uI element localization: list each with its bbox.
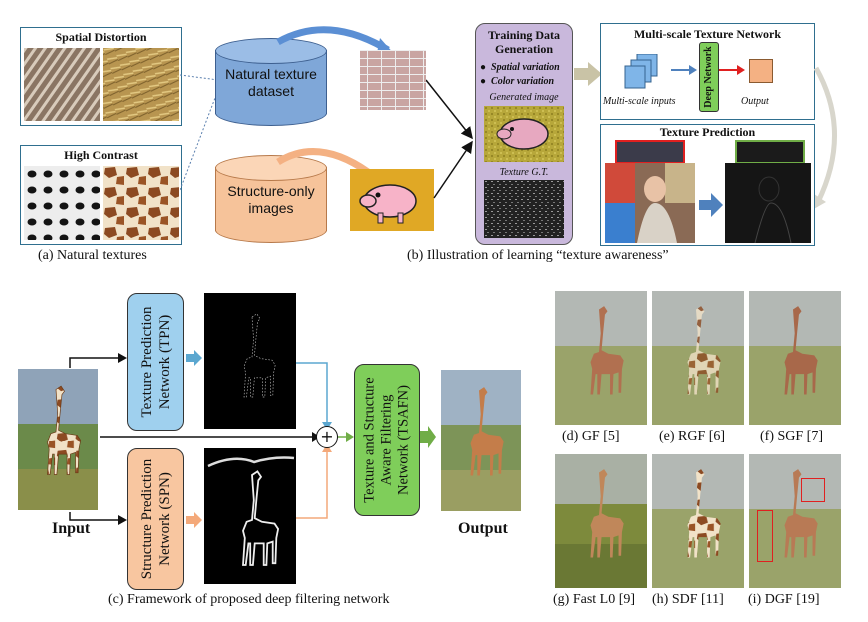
caption-d: (d) GF [5] xyxy=(562,429,620,444)
generated-textured-pig xyxy=(484,106,564,162)
result-rgf-image xyxy=(652,291,744,425)
caption-f: (f) SGF [7] xyxy=(760,429,823,444)
dotted-connectors xyxy=(180,74,219,191)
texture-prediction-output xyxy=(725,163,811,243)
high-contrast-panel: High Contrast xyxy=(20,145,182,245)
tsafn-line2: Aware Filtering xyxy=(378,394,395,486)
spatial-distortion-title: Spatial Distortion xyxy=(55,30,147,44)
deep-network-box: Deep Network xyxy=(699,42,719,112)
blue-big-arrow xyxy=(699,193,723,217)
output-square xyxy=(749,59,773,83)
cyl1-line2: dataset xyxy=(248,83,294,99)
input-label: Input xyxy=(52,520,91,537)
striped-fabric-texture xyxy=(24,48,100,121)
spatial-distortion-panel: Spatial Distortion xyxy=(20,27,182,126)
result-dgf-image xyxy=(749,454,841,588)
feedback-curve xyxy=(812,66,837,210)
caption-a: (a) Natural textures xyxy=(38,248,147,263)
converging-arrows xyxy=(426,79,473,199)
tsafn-line1: Texture and Structure xyxy=(361,377,378,503)
generated-image-label: Generated image xyxy=(489,92,559,103)
dgf-highlight-bottom xyxy=(757,510,773,562)
zoom-box-green xyxy=(735,140,805,164)
output-label: Output xyxy=(741,96,769,107)
result-gf-image xyxy=(555,291,647,425)
texture-gt-label: Texture G.T. xyxy=(499,167,549,178)
zoom-box-red xyxy=(615,140,685,164)
caption-i: (i) DGF [19] xyxy=(748,592,820,607)
giraffe-skin-texture xyxy=(103,166,179,240)
output-giraffe-image xyxy=(441,370,521,511)
high-contrast-title: High Contrast xyxy=(64,148,138,162)
result-fast-l0-image xyxy=(555,454,647,588)
straw-texture xyxy=(103,48,179,121)
dgf-highlight-top xyxy=(801,478,825,502)
bullet-color: ● Color variation xyxy=(480,76,555,87)
bullet-spatial: ● Spatial variation xyxy=(480,62,560,73)
caption-b: (b) Illustration of learning “texture aw… xyxy=(407,248,669,263)
multiscale-inputs-label: Multi-scale inputs xyxy=(603,96,676,107)
result-sdf-image xyxy=(652,454,744,588)
multiscale-title: Multi-scale Texture Network xyxy=(633,27,782,41)
result-sgf-image xyxy=(749,291,841,425)
input-giraffe-image xyxy=(18,369,98,510)
big-right-arrow xyxy=(574,62,602,86)
cyl2-line1: Structure-only xyxy=(227,183,315,199)
tsafn-line3: Network (TSAFN) xyxy=(395,385,412,495)
brick-texture xyxy=(360,50,426,110)
sum-node: + xyxy=(316,426,338,448)
panel-c-arrows xyxy=(69,350,436,528)
texture-prediction-title: Texture Prediction xyxy=(659,125,756,139)
output-label-c: Output xyxy=(458,520,508,537)
caption-c: (c) Framework of proposed deep filtering… xyxy=(108,592,390,607)
tpn-output-map xyxy=(204,293,296,429)
red-small-arrow xyxy=(719,65,745,75)
multiscale-texture-network-panel: Multi-scale Texture Network Multi-scale … xyxy=(600,23,815,120)
cyl1-line1: Natural texture xyxy=(225,66,317,82)
caption-e: (e) RGF [6] xyxy=(659,429,726,444)
texture-prediction-panel: Texture Prediction xyxy=(600,124,815,246)
texture-ground-truth xyxy=(484,180,564,238)
photo-woman-input xyxy=(605,163,695,243)
cyl2-line2: images xyxy=(248,200,294,216)
dotted-texture xyxy=(24,166,100,240)
caption-g: (g) Fast L0 [9] xyxy=(553,592,636,607)
spn-output-map xyxy=(204,448,296,584)
caption-h: (h) SDF [11] xyxy=(652,592,724,607)
multiscale-input-stack xyxy=(624,54,658,89)
structure-pig-image xyxy=(350,169,434,231)
blue-small-arrow xyxy=(671,65,697,75)
